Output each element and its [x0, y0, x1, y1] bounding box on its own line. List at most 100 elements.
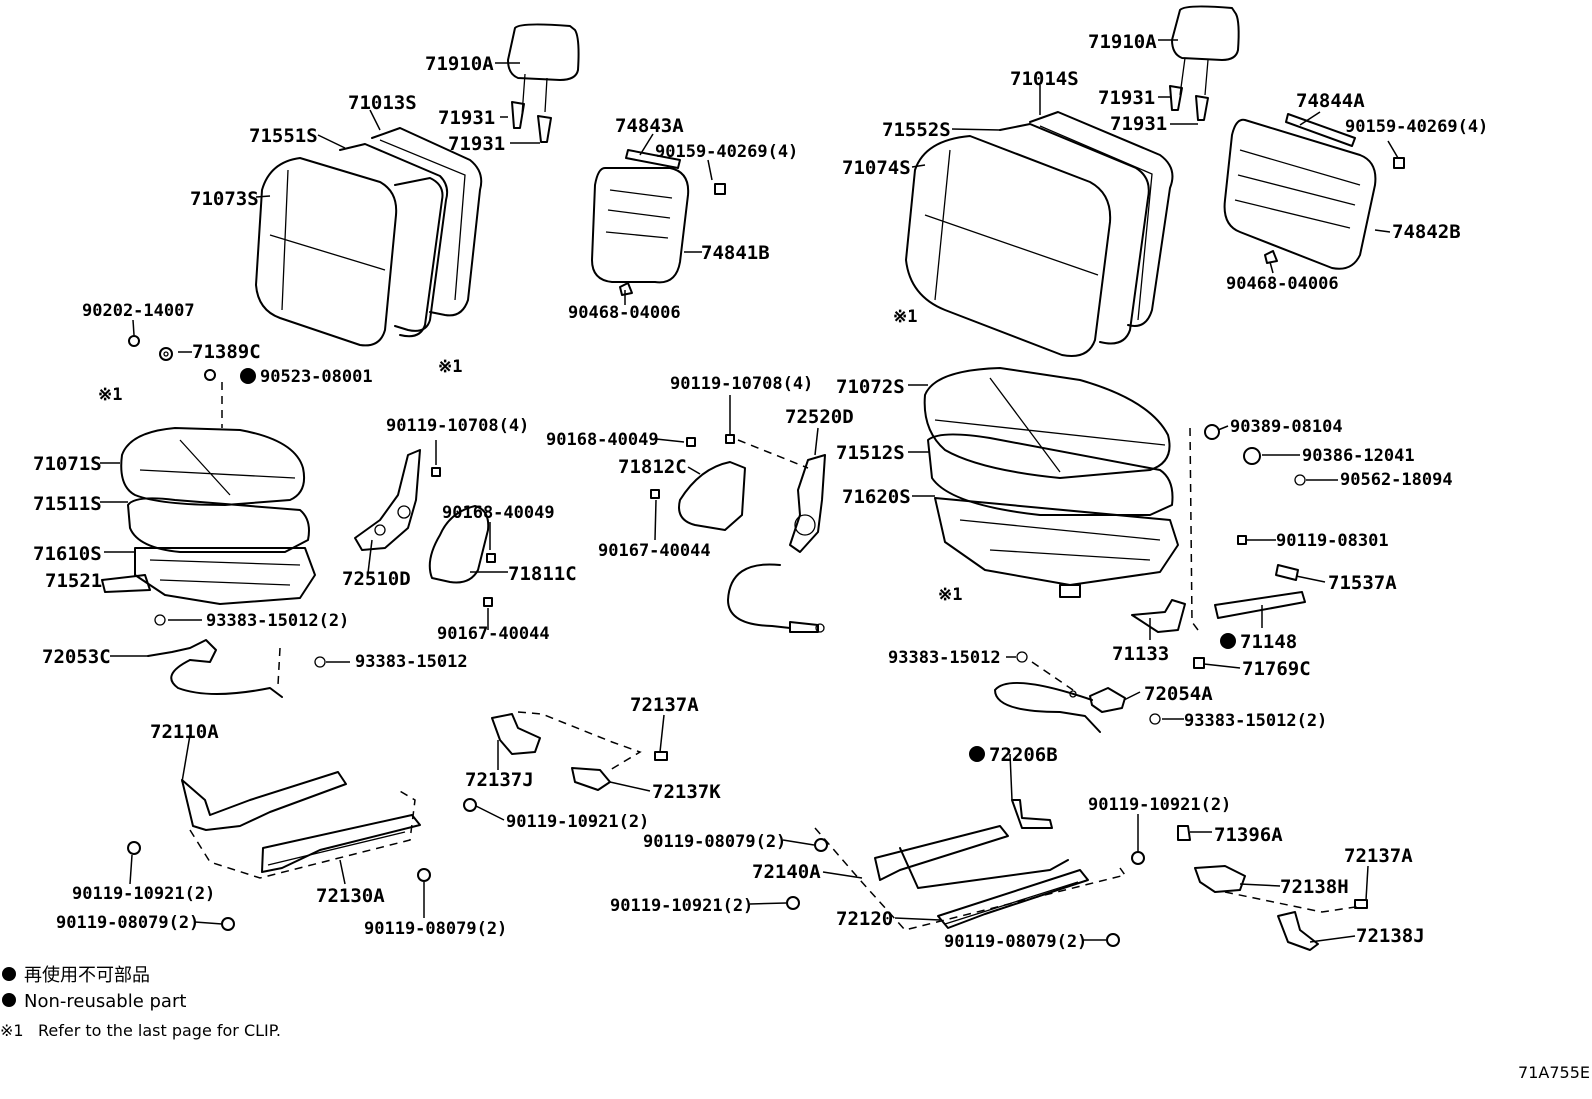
left-lever-cable — [147, 614, 326, 698]
label-90468-04006-left: 90468-04006 — [568, 303, 681, 323]
right-seatback-cover — [905, 123, 1150, 357]
left-seatback-cover — [255, 157, 444, 347]
label-71133: 71133 — [1112, 643, 1169, 665]
legend-ref-mark: ※1 — [0, 1021, 24, 1040]
left-seatback-frame — [371, 127, 483, 317]
label-71072S: 71072S — [836, 376, 905, 398]
center-recliner — [727, 439, 826, 633]
label-71620S: 71620S — [842, 486, 911, 508]
label-72510D: 72510D — [342, 568, 411, 590]
label-90119-10921-right: 90119-10921(2) — [1088, 795, 1231, 815]
left-seat-track — [127, 771, 477, 931]
left-cushion-hardware — [128, 335, 223, 428]
label-71812C: 71812C — [618, 456, 687, 478]
label-72140A: 72140A — [752, 861, 821, 883]
label-72520D: 72520D — [785, 406, 854, 428]
left-track-covers — [491, 711, 668, 791]
non-reusable-marker-72206B — [969, 746, 985, 762]
label-71610S: 71610S — [33, 543, 102, 565]
label-72137J: 72137J — [465, 769, 534, 791]
label-90167-40044-center: 90167-40044 — [598, 541, 711, 561]
label-90119-10708-left: 90119-10708(4) — [386, 416, 529, 436]
legend-ref-text: Refer to the last page for CLIP. — [38, 1021, 281, 1040]
label-74841B: 74841B — [701, 242, 770, 264]
label-90167-40044-left: 90167-40044 — [437, 624, 550, 644]
ref-mark-4: ※1 — [938, 585, 962, 605]
label-90119-08079-center: 90119-08079(2) — [643, 832, 786, 852]
legend-non-reusable-jp: 再使用不可部品 — [24, 965, 150, 986]
label-71511S: 71511S — [33, 493, 102, 515]
legend-bullet-jp — [2, 967, 16, 981]
label-90168-40049-left: 90168-40049 — [442, 503, 555, 523]
legend-bullet-en — [2, 993, 16, 1007]
label-72137K: 72137K — [652, 781, 721, 803]
right-headrest — [1169, 5, 1240, 121]
label-71931-right-2: 71931 — [1110, 113, 1167, 135]
label-90119-08079-center-left: 90119-08079(2) — [364, 919, 507, 939]
label-72138J: 72138J — [1356, 925, 1425, 947]
ref-mark-1: ※1 — [438, 357, 462, 377]
legend: 再使用不可部品 Non-reusable part ※1 Refer to th… — [0, 965, 281, 1040]
label-71521: 71521 — [45, 570, 102, 592]
label-90119-08301: 90119-08301 — [1276, 531, 1389, 551]
label-71512S: 71512S — [836, 442, 905, 464]
label-72137A-right: 72137A — [1344, 845, 1413, 867]
part-labels: 71910A 71013S 71931 71931 71551S 71073S … — [33, 31, 1488, 952]
label-72053C: 72053C — [42, 646, 111, 668]
right-cushion-hardware — [1131, 424, 1306, 669]
label-72054A: 72054A — [1144, 683, 1213, 705]
label-71014S: 71014S — [1010, 68, 1079, 90]
label-90159-40269-right: 90159-40269(4) — [1345, 117, 1488, 137]
diagram-id: 71A755E — [1518, 1063, 1590, 1082]
label-72110A: 72110A — [150, 721, 219, 743]
label-93383-15012-2-right: 93383-15012(2) — [1184, 711, 1327, 731]
label-90468-04006-right: 90468-04006 — [1226, 274, 1339, 294]
label-74842B: 74842B — [1392, 221, 1461, 243]
right-back-board — [1223, 113, 1405, 270]
right-track-covers — [1177, 825, 1368, 951]
label-71389C: 71389C — [192, 341, 261, 363]
label-72138H: 72138H — [1280, 876, 1349, 898]
left-back-board — [591, 149, 726, 296]
non-reusable-marker-71148 — [1220, 633, 1236, 649]
label-71013S: 71013S — [348, 92, 417, 114]
label-74843A: 74843A — [615, 115, 684, 137]
right-lever-cable — [994, 651, 1161, 733]
right-seatback-frame — [1029, 111, 1174, 327]
left-seat-cushion — [101, 427, 316, 605]
label-90119-10708-center: 90119-10708(4) — [670, 374, 813, 394]
label-90386-12041: 90386-12041 — [1302, 446, 1415, 466]
label-90168-40049-center: 90168-40049 — [546, 430, 659, 450]
label-71769C: 71769C — [1242, 658, 1311, 680]
label-90523-08001: 90523-08001 — [260, 367, 373, 387]
label-74844A: 74844A — [1296, 90, 1365, 112]
label-72137A-left: 72137A — [630, 694, 699, 716]
label-71811C: 71811C — [508, 563, 577, 585]
label-90119-08079-right: 90119-08079(2) — [944, 932, 1087, 952]
label-71551S: 71551S — [249, 125, 318, 147]
label-72130A: 72130A — [316, 885, 385, 907]
label-71931-left-2: 71931 — [448, 133, 505, 155]
label-71148: 71148 — [1240, 631, 1297, 653]
label-71931-left-1: 71931 — [438, 107, 495, 129]
label-71073S: 71073S — [190, 188, 259, 210]
label-90119-10921-left: 90119-10921(2) — [72, 884, 215, 904]
label-72120: 72120 — [836, 908, 893, 930]
label-90119-08079-left: 90119-08079(2) — [56, 913, 199, 933]
label-90202-14007: 90202-14007 — [82, 301, 195, 321]
center-recliner-cover — [650, 434, 746, 531]
label-71910A-left: 71910A — [425, 53, 494, 75]
ref-mark-3: ※1 — [893, 307, 917, 327]
label-93383-15012-left: 93383-15012 — [355, 652, 468, 672]
right-seat-track — [786, 799, 1145, 947]
left-recliner — [354, 449, 441, 551]
label-90119-10921-center-left: 90119-10921(2) — [506, 812, 649, 832]
label-90562-18094: 90562-18094 — [1340, 470, 1453, 490]
left-headrest — [507, 23, 580, 116]
left-headrest-guides — [511, 101, 552, 143]
label-72206B: 72206B — [989, 744, 1058, 766]
label-90389-08104: 90389-08104 — [1230, 417, 1343, 437]
label-71396A: 71396A — [1214, 824, 1283, 846]
label-71552S: 71552S — [882, 119, 951, 141]
